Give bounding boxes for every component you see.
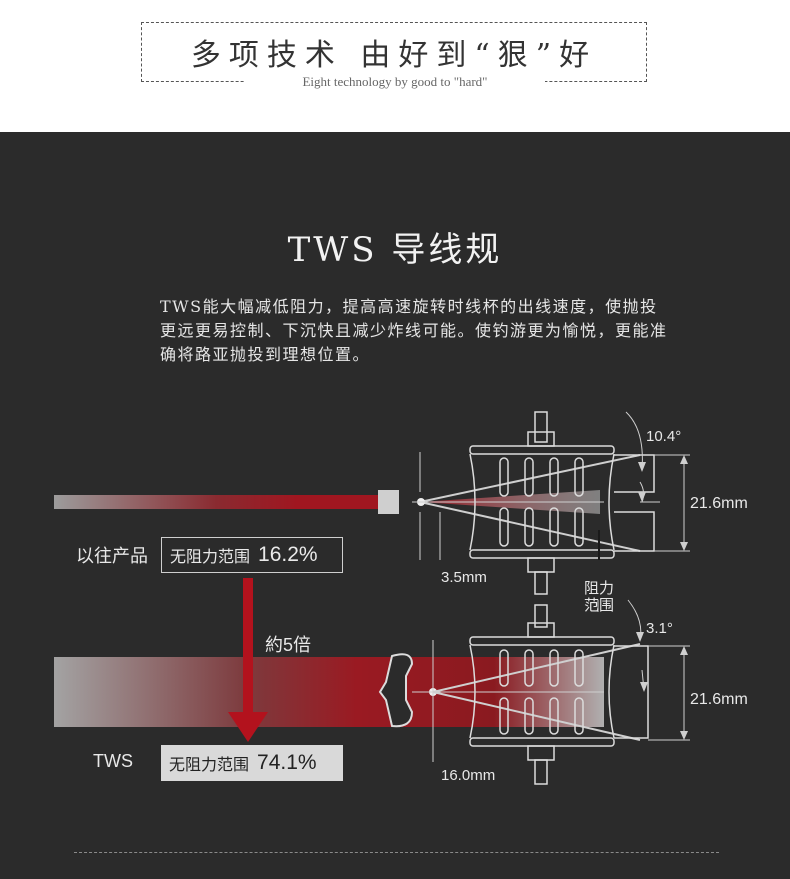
previous-range-value: 16.2% xyxy=(258,543,318,566)
multiplier-label: 約5倍 xyxy=(265,635,311,655)
angle-top-label: 10.4° xyxy=(646,428,681,445)
top-spool xyxy=(469,411,655,595)
tws-diagram: 10.4° 21.6mm 3.5mm 阻力 范围 3.1° 21.6mm 16.… xyxy=(54,411,748,785)
tws-range-key: 无阻力范围 xyxy=(169,757,250,774)
improvement-arrow xyxy=(228,578,268,742)
bottom-spool xyxy=(469,604,649,785)
previous-range-key: 无阻力范围 xyxy=(170,549,251,566)
gap-bottom-label: 16.0mm xyxy=(441,767,495,784)
gap-top-label: 3.5mm xyxy=(441,569,487,586)
width-top-label: 21.6mm xyxy=(690,495,748,512)
tws-line-guide xyxy=(378,653,414,728)
bottom-divider xyxy=(74,852,719,853)
header-subtitle: Eight technology by good to "hard" xyxy=(245,72,545,92)
tws-range-box: 无阻力范围 74.1% xyxy=(161,745,343,781)
section-description: TWS能大幅减低阻力，提高高速旋转时线杯的出线速度，使抛投更远更易控制、下沉快且… xyxy=(160,297,668,364)
tws-product-label: TWS xyxy=(93,751,133,771)
section-title: TWS 导线规 xyxy=(287,230,503,270)
previous-line-beam xyxy=(54,495,379,509)
angle-bottom-label: 3.1° xyxy=(646,620,673,637)
tws-range-value: 74.1% xyxy=(257,751,317,774)
resistance-range-line2: 范围 xyxy=(584,597,614,614)
header-title: 多项技术 由好到“狠”好 xyxy=(190,38,598,73)
previous-range-box: 无阻力范围 16.2% xyxy=(161,537,343,573)
previous-product-label: 以往产品 xyxy=(76,546,148,566)
previous-line-guide xyxy=(378,490,399,514)
resistance-range-line1: 阻力 xyxy=(584,580,614,597)
width-bottom-label: 21.6mm xyxy=(690,691,748,708)
